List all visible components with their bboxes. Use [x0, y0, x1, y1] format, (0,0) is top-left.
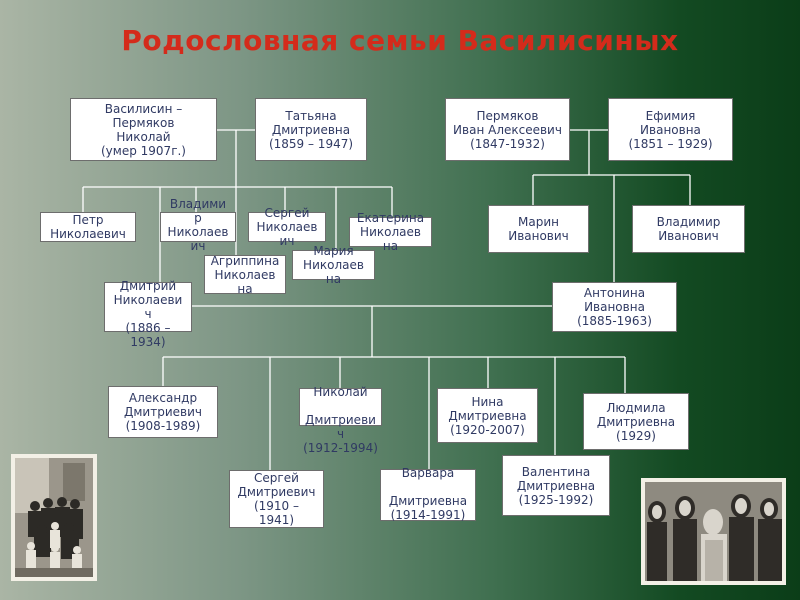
page-title: Родословная семьи Василисиных	[121, 24, 679, 57]
family-photo-left	[11, 454, 97, 581]
person-name: Екатерина Николаев на	[356, 211, 425, 253]
person-varvara: Варвара Дмитриевна (1914-1991)	[380, 466, 476, 522]
person-maria: Мария Николаев на	[292, 244, 375, 286]
person-name: Ефимия Ивановна (1851 – 1929)	[628, 108, 713, 151]
person-name: Сергей Николаев ич	[256, 206, 318, 248]
person-petr: Петр Николаевич	[40, 212, 136, 242]
person-valentina: Валентина Дмитриевна (1925-1992)	[502, 455, 610, 516]
person-name: Петр Николаевич	[50, 213, 126, 241]
person-agrippina: Агриппина Николаев на	[204, 253, 286, 296]
person-nina: Нина Дмитриевна (1920-2007)	[437, 388, 538, 443]
person-ivan-permyakov: Пермяков Иван Алексеевич (1847-1932)	[445, 98, 570, 161]
person-name: Мария Николаев на	[303, 244, 364, 286]
person-nikolai-dmitrievich: Николай Дмитриеви ч (1912-1994)	[299, 385, 382, 455]
person-name: Татьяна Дмитриевна (1859 – 1947)	[268, 108, 354, 151]
person-ekaterina: Екатерина Николаев на	[349, 211, 432, 253]
person-name: Людмила Дмитриевна (1929)	[596, 400, 676, 443]
person-nikolai-vasilisin: Василисин – Пермяков Николай (умер 1907г…	[70, 98, 217, 161]
person-name: Валентина Дмитриевна (1925-1992)	[516, 464, 596, 507]
person-tatyana: Татьяна Дмитриевна (1859 – 1947)	[255, 98, 367, 161]
person-name: Сергей Дмитриевич (1910 – 1941)	[237, 471, 316, 527]
person-name: Варвара Дмитриевна (1914-1991)	[388, 466, 468, 522]
person-name: Дмитрий Николаеви ч (1886 – 1934)	[113, 279, 183, 349]
family-photo-right-image	[645, 482, 782, 581]
person-vladimir-nikolaevich: Владими р Николаев ич	[160, 197, 236, 253]
person-name: Николай Дмитриеви ч (1912-1994)	[303, 385, 378, 455]
person-name: Владимир Иванович	[656, 215, 721, 243]
person-ludmila: Людмила Дмитриевна (1929)	[583, 393, 689, 450]
person-name: Александр Дмитриевич (1908-1989)	[124, 391, 202, 433]
person-name: Марин Иванович	[508, 215, 569, 243]
person-sergei-dmitrievich: Сергей Дмитриевич (1910 – 1941)	[229, 470, 324, 528]
person-sergei-nikolaevich: Сергей Николаев ич	[248, 206, 326, 248]
person-alexandr: Александр Дмитриевич (1908-1989)	[108, 386, 218, 438]
person-name: Пермяков Иван Алексеевич (1847-1932)	[453, 108, 562, 151]
person-vladimir-ivanovich: Владимир Иванович	[632, 205, 745, 253]
person-name: Агриппина Николаев на	[210, 253, 280, 296]
person-name: Владими р Николаев ич	[167, 196, 229, 253]
family-photo-left-image	[15, 458, 93, 577]
family-photo-right	[641, 478, 786, 585]
person-name: Антонина Ивановна (1885-1963)	[577, 286, 652, 328]
person-name: Нина Дмитриевна (1920-2007)	[448, 394, 527, 437]
person-antonina: Антонина Ивановна (1885-1963)	[552, 282, 677, 332]
person-name: Василисин – Пермяков Николай (умер 1907г…	[101, 101, 186, 158]
person-dmitry: Дмитрий Николаеви ч (1886 – 1934)	[104, 279, 192, 349]
person-marin: Марин Иванович	[488, 205, 589, 253]
person-efimiya: Ефимия Ивановна (1851 – 1929)	[608, 98, 733, 161]
